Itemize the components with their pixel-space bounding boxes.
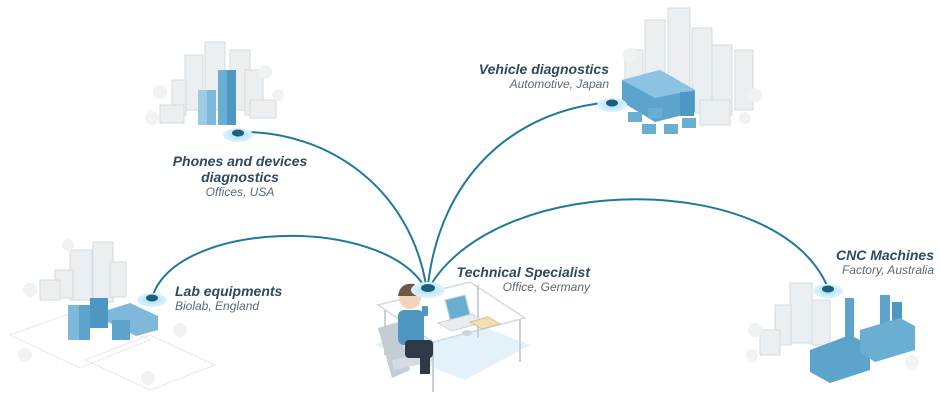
hub-title: Technical Specialist: [456, 264, 590, 280]
location-subtitle: Biolab, England: [175, 299, 260, 313]
location-label-vehicle: Vehicle diagnostics Automotive, Japan: [440, 61, 609, 92]
connector-lab: [151, 235, 425, 299]
location-subtitle: Offices, USA: [205, 185, 275, 199]
node-vehicle[interactable]: [597, 98, 627, 112]
automotive-plant-icon: [622, 7, 762, 134]
node-hub[interactable]: [411, 282, 445, 298]
person-at-desk-icon: [375, 281, 530, 392]
location-label-phones: Phones and devices diagnostics Offices, …: [155, 153, 325, 200]
location-title: Phones and devices: [172, 153, 308, 169]
biolab-icon: [8, 239, 217, 391]
location-label-lab: Lab equipments Biolab, England: [175, 283, 335, 314]
location-subtitle: Automotive, Japan: [509, 77, 609, 91]
location-subtitle: Factory, Australia: [841, 263, 934, 277]
node-lab[interactable]: [137, 293, 167, 307]
connector-vehicle: [427, 101, 613, 286]
connector-cnc: [429, 198, 829, 289]
hub-label: Technical Specialist Office, Germany: [430, 264, 590, 295]
location-title: Lab equipments: [175, 283, 283, 299]
location-label-cnc: CNC Machines Factory, Australia: [790, 247, 934, 278]
office-buildings-icon: [145, 41, 284, 125]
factory-icon: [746, 282, 919, 383]
hub-subtitle: Office, Germany: [502, 280, 590, 294]
location-title: diagnostics: [201, 169, 279, 185]
location-title: CNC Machines: [835, 247, 934, 263]
node-cnc[interactable]: [813, 284, 843, 298]
location-title: Vehicle diagnostics: [478, 61, 609, 77]
node-phones[interactable]: [223, 128, 253, 142]
connector-phones: [237, 130, 427, 286]
